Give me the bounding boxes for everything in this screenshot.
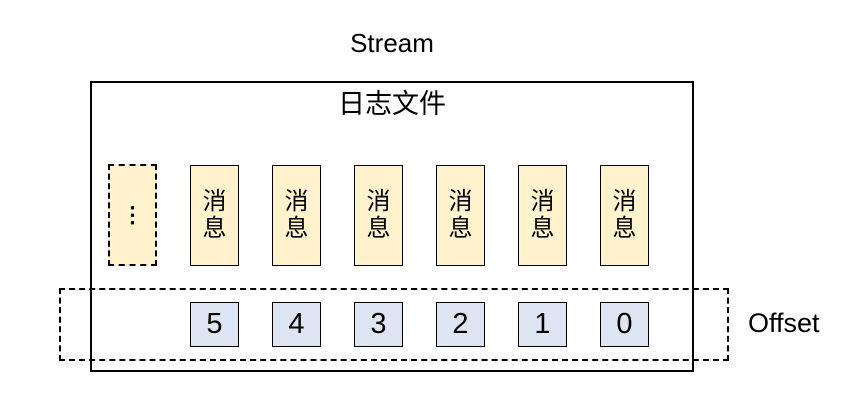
offset-cell: 3 [354,302,403,347]
log-file-box [90,81,694,372]
offset-cell: 2 [436,302,485,347]
offset-cell: 1 [518,302,567,347]
message-box: 消息 [436,165,485,266]
message-box: 消息 [272,165,321,266]
message-label: 消息 [530,188,555,242]
vertical-ellipsis-icon: ⋮ [121,202,144,227]
message-box: 消息 [190,165,239,266]
log-file-label: 日志文件 [338,89,446,119]
offset-region-box [59,288,729,361]
message-placeholder-box: ⋮ [108,164,157,266]
message-label: 消息 [366,188,391,242]
stream-title: Stream [350,28,434,58]
offset-cell: 5 [190,302,239,347]
offset-cell: 4 [272,302,321,347]
offset-cell: 0 [600,302,649,347]
message-label: 消息 [448,188,473,242]
message-label: 消息 [202,188,227,242]
message-box: 消息 [518,165,567,266]
message-box: 消息 [354,165,403,266]
message-label: 消息 [284,188,309,242]
offset-label: Offset [748,308,820,338]
message-label: 消息 [612,188,637,242]
message-box: 消息 [600,165,649,266]
